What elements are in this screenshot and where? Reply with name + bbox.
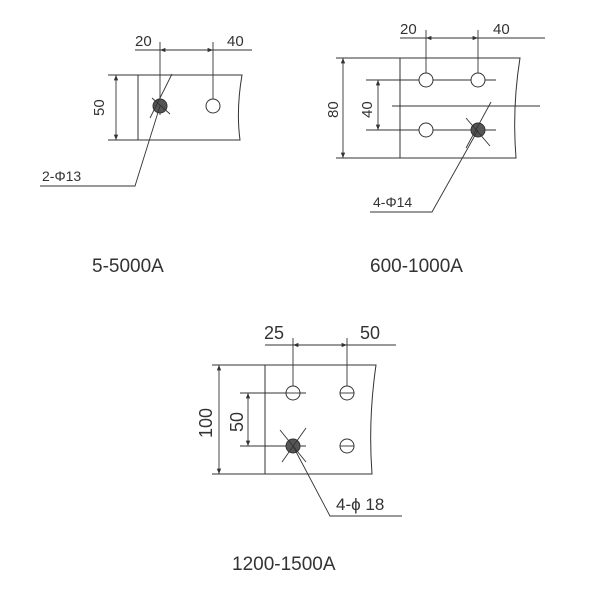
diagram-600-1000a: 20 40 80 40 4-Φ14 600-1000A [325, 21, 545, 277]
hole-label: 4-ϕ 18 [336, 495, 384, 514]
dim-label-40: 40 [493, 21, 510, 38]
dim-label-50-side: 50 [227, 412, 247, 432]
diagram-caption: 1200-1500A [232, 554, 336, 575]
dim-label-20: 20 [135, 33, 152, 50]
hole-label: 2-Φ13 [42, 168, 81, 184]
diagram-1200-1500a: 25 50 100 50 4-ϕ 18 1200-1500A [196, 323, 402, 575]
hole [418, 72, 434, 88]
plate-outline [137, 74, 243, 141]
dim-label-80: 80 [325, 101, 342, 118]
hole [205, 98, 221, 114]
dim-label-100: 100 [196, 408, 216, 438]
hole-cross [151, 97, 171, 115]
dim-label-20: 20 [400, 21, 417, 38]
diagram-caption: 5-5000A [92, 256, 164, 277]
hole-cross [465, 101, 492, 149]
hole-label: 4-Φ14 [373, 194, 412, 210]
dim-label-25: 25 [264, 323, 284, 343]
plate-outline [399, 57, 521, 159]
diagram-caption: 600-1000A [370, 256, 463, 277]
dim-label-40-side: 40 [359, 101, 376, 118]
dim-label-50-top: 50 [360, 323, 380, 343]
leader-line [40, 105, 161, 187]
leader-line [370, 129, 479, 213]
plate-outline [264, 364, 377, 475]
hole-cross [281, 427, 307, 463]
dim-label-40: 40 [227, 33, 244, 50]
dim-label-50: 50 [91, 99, 108, 116]
hole [418, 122, 434, 138]
diagram-5-5000a: 20 40 50 2-Φ13 5-5000A [40, 33, 252, 277]
hole-cross [149, 73, 173, 119]
leader-line [292, 445, 402, 517]
hole [470, 72, 486, 88]
hole-cross [465, 117, 491, 147]
